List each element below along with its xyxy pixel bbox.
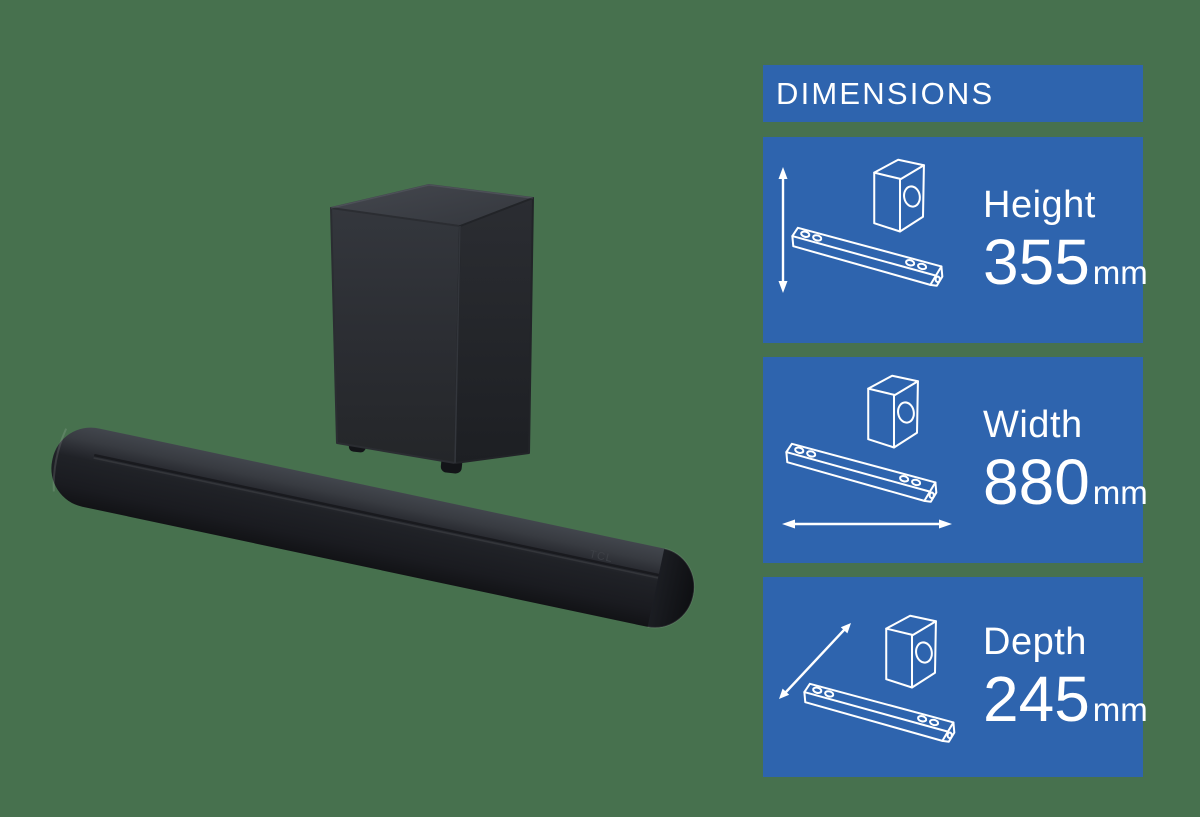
vertical-double-arrow-icon	[778, 167, 788, 293]
height-value-row: 355 mm	[983, 230, 1148, 294]
panel-depth-text: Depth 245 mm	[983, 577, 1148, 777]
width-value-row: 880 mm	[983, 450, 1148, 514]
width-label: Width	[983, 404, 1083, 447]
panel-width-text: Width 880 mm	[983, 357, 1148, 563]
soundbar-subwoofer-icon	[785, 374, 938, 503]
depth-unit: mm	[1092, 690, 1148, 728]
panel-height-art	[778, 158, 944, 293]
soundbar-image: TCL	[51, 427, 695, 629]
product-image: TCL	[51, 184, 695, 629]
subwoofer-image	[330, 184, 534, 474]
dimensions-header: DIMENSIONS	[763, 65, 1143, 122]
dimensions-title: DIMENSIONS	[776, 75, 995, 111]
soundbar-logo: TCL	[588, 548, 614, 565]
soundbar-subwoofer-icon	[803, 614, 956, 743]
panel-depth: Depth 245 mm	[763, 577, 1148, 777]
diagonal-double-arrow-icon	[779, 623, 851, 699]
width-unit: mm	[1092, 473, 1148, 511]
width-value: 880	[983, 445, 1090, 518]
horizontal-double-arrow-icon	[782, 519, 952, 529]
depth-label: Depth	[983, 621, 1087, 664]
soundbar-subwoofer-icon	[791, 158, 944, 287]
height-label: Height	[983, 184, 1096, 227]
depth-value: 245	[983, 662, 1090, 735]
depth-value-row: 245 mm	[983, 667, 1148, 731]
dimensions-infographic: DIMENSIONS Height 355 mm	[763, 65, 1148, 777]
height-value: 355	[983, 225, 1090, 298]
panel-height: Height 355 mm	[763, 137, 1148, 343]
panel-width: Width 880 mm	[763, 357, 1148, 563]
height-unit: mm	[1092, 253, 1148, 291]
panel-width-art	[782, 374, 952, 529]
panel-height-text: Height 355 mm	[983, 137, 1148, 343]
panel-depth-art	[779, 614, 956, 743]
